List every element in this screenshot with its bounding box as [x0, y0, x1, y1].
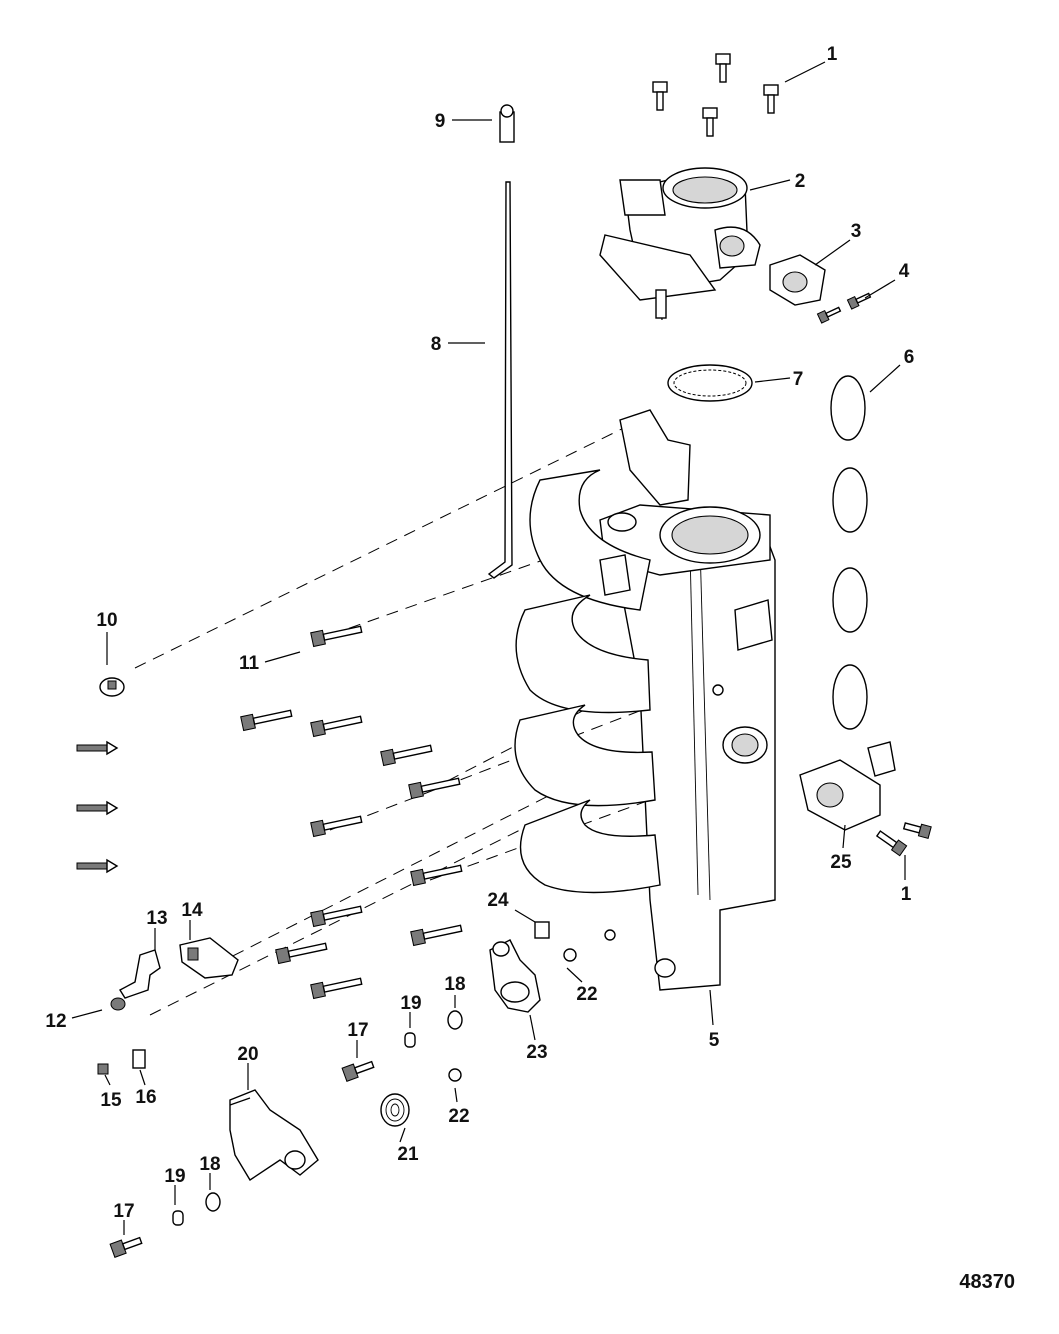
bolt-set-top [652, 53, 779, 137]
bracket-screw [97, 1063, 109, 1075]
callout-5: 5 [709, 1030, 720, 1051]
callout-4: 4 [899, 261, 910, 282]
callout-8: 8 [431, 334, 442, 355]
idle-air-control-valve [799, 741, 932, 857]
callout-3: 3 [851, 221, 862, 242]
map-sensor [179, 937, 239, 979]
callout-13: 13 [146, 908, 167, 929]
vent-tube [487, 181, 513, 579]
hose-clip [132, 1049, 146, 1069]
callout-1-lower: 1 [901, 884, 912, 905]
throttle-bracket [229, 1089, 319, 1181]
callout-17-lower: 17 [113, 1201, 134, 1222]
callout-17-upper: 17 [347, 1020, 368, 1041]
callout-21: 21 [397, 1144, 419, 1165]
callout-22-lower: 22 [448, 1106, 469, 1127]
callout-20: 20 [237, 1044, 258, 1065]
callout-labels: 1 2 3 4 6 7 8 9 10 11 12 13 14 15 16 17 … [45, 44, 914, 1222]
callout-15: 15 [100, 1090, 122, 1111]
callout-9: 9 [435, 111, 446, 132]
throttle-gasket-ring [667, 364, 753, 402]
leader-lines [71, 61, 906, 1235]
throttle-body [599, 167, 761, 321]
tube-clip [499, 104, 515, 143]
spring [380, 1093, 410, 1127]
callout-12: 12 [45, 1011, 66, 1032]
bracket-nut [110, 997, 126, 1011]
throttle-housing [489, 939, 541, 1013]
callout-22-right: 22 [576, 984, 597, 1005]
manifold-bolts [240, 625, 463, 1000]
harness-clips [76, 677, 125, 874]
callout-24: 24 [487, 890, 509, 911]
sensor-screws [816, 292, 872, 324]
callout-11: 11 [239, 653, 260, 674]
callout-18-upper: 18 [444, 974, 465, 995]
callout-19-upper: 19 [400, 993, 421, 1014]
callout-25: 25 [830, 852, 852, 873]
callout-19-lower: 19 [164, 1166, 185, 1187]
lower-hardware [109, 921, 577, 1258]
port-gaskets [830, 375, 868, 730]
map-sensor-bracket [119, 949, 161, 999]
callout-16: 16 [135, 1087, 156, 1108]
callout-18-lower: 18 [199, 1154, 220, 1175]
fitting [534, 921, 550, 939]
callout-6: 6 [904, 347, 915, 368]
callout-23: 23 [526, 1042, 547, 1063]
callout-7: 7 [793, 369, 804, 390]
throttle-sensor [769, 254, 826, 306]
callout-14: 14 [181, 900, 203, 921]
callout-2: 2 [795, 171, 806, 192]
figure-number: 48370 [959, 1271, 1015, 1293]
callout-1-top: 1 [827, 44, 838, 65]
callout-10: 10 [96, 610, 117, 631]
intake-manifold [514, 409, 776, 991]
